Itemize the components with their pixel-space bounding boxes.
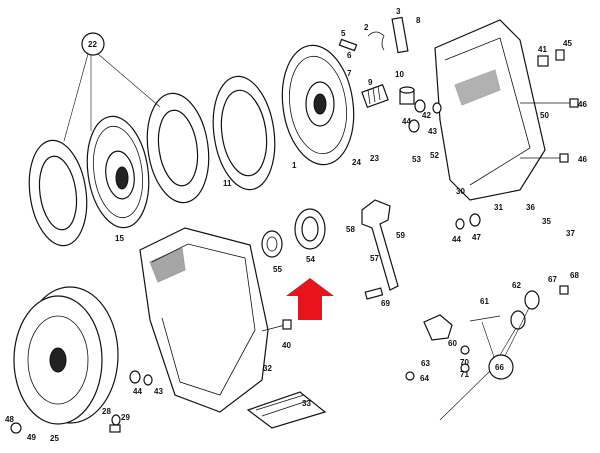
part-label-30: 30 xyxy=(456,187,465,196)
bracket-2 xyxy=(367,31,385,51)
part-label-28: 28 xyxy=(102,407,111,416)
part-label-53: 53 xyxy=(412,155,421,164)
part-label-48: 48 xyxy=(5,415,14,424)
part-label-10: 10 xyxy=(395,70,404,79)
part-label-29: 29 xyxy=(121,413,130,422)
bolt-46-right xyxy=(520,98,579,108)
pin-5 xyxy=(338,38,358,52)
part-label-41: 41 xyxy=(538,45,547,54)
part-label-43: 43 xyxy=(428,127,437,136)
part-label-70: 70 xyxy=(460,358,469,367)
part-label-22: 22 xyxy=(88,40,97,49)
hardware-small xyxy=(10,99,481,434)
part-label-63: 63 xyxy=(421,359,430,368)
part-label-61: 61 xyxy=(480,297,489,306)
part-labels: 22 15 11 1 5 2 3 6 7 8 9 10 41 45 46 46 … xyxy=(5,7,587,443)
part-label-68: 68 xyxy=(570,271,579,280)
part-label-43-left: 43 xyxy=(154,387,163,396)
part-label-46-lower: 46 xyxy=(578,155,587,164)
part-label-52: 52 xyxy=(430,151,439,160)
part-label-46-right: 46 xyxy=(578,100,587,109)
part-label-31: 31 xyxy=(494,203,503,212)
part-label-7: 7 xyxy=(347,69,352,78)
bolt-46-lower xyxy=(520,153,569,163)
part-label-71: 71 xyxy=(460,370,469,379)
part-label-8: 8 xyxy=(416,16,421,25)
part-label-62: 62 xyxy=(512,281,521,290)
pressure-ring xyxy=(212,75,276,191)
part-label-49: 49 xyxy=(27,433,36,442)
pressure-plate xyxy=(281,44,355,166)
linkage-assembly xyxy=(423,285,569,421)
stud-41-45 xyxy=(537,49,565,67)
part-label-60: 60 xyxy=(448,339,457,348)
release-bearing xyxy=(261,208,326,258)
part-label-37: 37 xyxy=(566,229,575,238)
part-label-23: 23 xyxy=(370,154,379,163)
part-label-35: 35 xyxy=(542,217,551,226)
callout-22 xyxy=(63,32,161,142)
bushing-10 xyxy=(399,86,415,105)
part-label-50: 50 xyxy=(540,111,549,120)
friction-ring-left xyxy=(28,139,88,247)
part-label-11: 11 xyxy=(223,179,232,188)
part-label-2: 2 xyxy=(364,23,369,32)
part-label-9: 9 xyxy=(368,78,373,87)
part-label-36: 36 xyxy=(526,203,535,212)
part-label-69: 69 xyxy=(381,299,390,308)
part-label-59: 59 xyxy=(396,231,405,240)
part-label-40: 40 xyxy=(282,341,291,350)
cover-plate-33 xyxy=(246,391,327,429)
friction-ring-right xyxy=(146,92,210,204)
bell-housing-bottom xyxy=(139,227,269,413)
spring-69 xyxy=(364,287,384,300)
part-label-5: 5 xyxy=(341,29,346,38)
release-fork xyxy=(361,199,399,291)
part-label-64: 64 xyxy=(420,374,429,383)
part-label-55: 55 xyxy=(273,265,282,274)
part-label-3: 3 xyxy=(396,7,401,16)
bolt-40 xyxy=(261,319,292,332)
part-label-45: 45 xyxy=(563,39,572,48)
clutch-disc xyxy=(86,115,150,229)
part-label-25: 25 xyxy=(50,434,59,443)
part-label-15: 15 xyxy=(115,234,124,243)
part-label-1: 1 xyxy=(292,161,297,170)
part-label-24: 24 xyxy=(352,158,361,167)
red-arrow xyxy=(286,278,334,320)
bracket-3 xyxy=(391,16,409,54)
flywheel xyxy=(13,286,119,425)
part-label-66: 66 xyxy=(495,363,504,372)
part-label-32: 32 xyxy=(263,364,272,373)
part-label-57: 57 xyxy=(370,254,379,263)
part-label-42: 42 xyxy=(422,111,431,120)
part-label-44-top: 44 xyxy=(402,117,411,126)
part-label-67: 67 xyxy=(548,275,557,284)
part-label-6: 6 xyxy=(347,51,352,60)
part-label-33: 33 xyxy=(302,399,311,408)
bell-housing-top xyxy=(434,19,546,201)
spring-9 xyxy=(361,83,389,109)
part-label-47: 47 xyxy=(472,233,481,242)
part-label-44-right: 44 xyxy=(452,235,461,244)
part-label-54: 54 xyxy=(306,255,315,264)
part-label-58: 58 xyxy=(346,225,355,234)
part-label-44-left: 44 xyxy=(133,387,142,396)
